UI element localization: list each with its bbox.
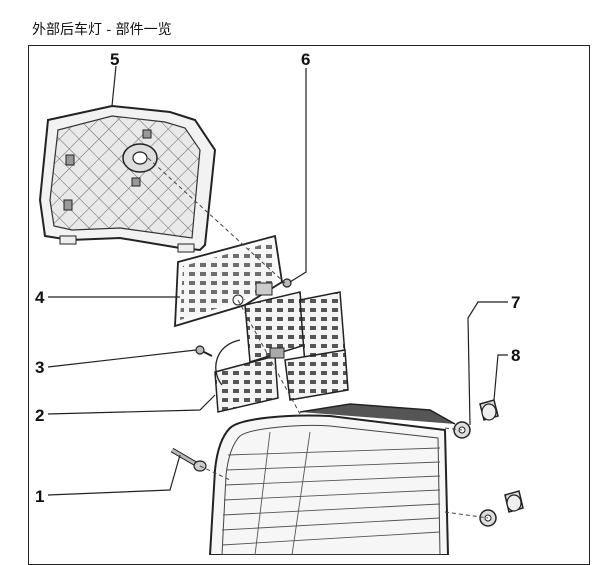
callout-1: 1 xyxy=(35,487,44,506)
callout-8: 8 xyxy=(511,346,520,365)
callout-6: 6 xyxy=(301,50,310,69)
callout-2: 2 xyxy=(35,406,44,425)
callout-5: 5 xyxy=(110,50,119,69)
tail-light-lens xyxy=(208,403,456,555)
housing-carrier xyxy=(38,104,217,253)
callout-4: 4 xyxy=(35,288,45,307)
nut-upper xyxy=(453,421,471,439)
clip-lower xyxy=(504,490,524,513)
screw-small xyxy=(195,345,213,357)
mounting-bolt xyxy=(170,447,207,472)
assembly-lines xyxy=(147,157,489,519)
callout-7: 7 xyxy=(511,293,520,312)
clip-upper xyxy=(479,399,499,421)
lower-led-boards xyxy=(214,291,349,413)
callout-3: 3 xyxy=(35,358,44,377)
leader-lines xyxy=(47,65,508,496)
screw-top xyxy=(282,278,292,288)
page-title: 外部后车灯 - 部件一览 xyxy=(32,22,172,38)
upper-circuit-board xyxy=(174,234,283,328)
